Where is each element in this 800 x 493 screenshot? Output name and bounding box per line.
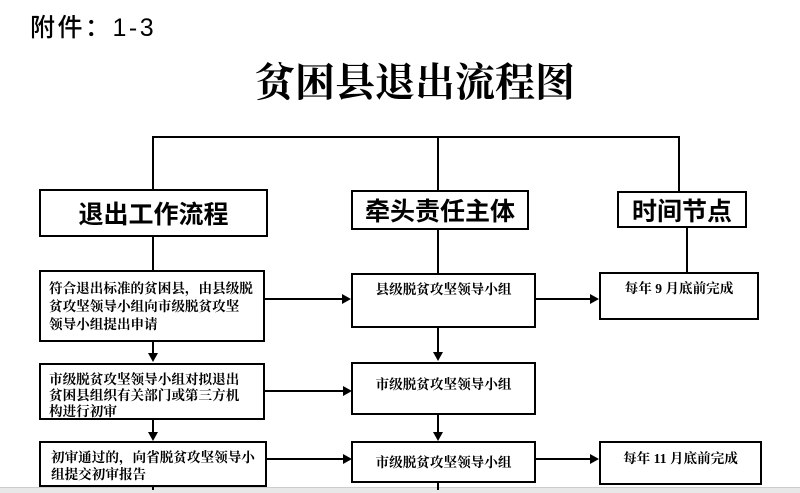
process-step2-box: 市级脱贫攻坚领导小组对拟退出 贫困县组织有关部门或第三方机 构进行初审 <box>39 363 265 420</box>
connector-drop-right <box>677 136 680 192</box>
responsible-step2-box: 市级脱贫攻坚领导小组 <box>351 362 536 415</box>
arrow-head-p1-r1 <box>342 293 351 304</box>
page-title: 贫困县退出流程图 <box>255 60 575 105</box>
arrow-line-r2-r3 <box>436 414 439 433</box>
arrow-head-r1-t1 <box>590 294 599 304</box>
connector-process-header-to-step1 <box>151 235 154 272</box>
connector-drop-left <box>151 136 154 190</box>
responsible-step3-box: 市级脱贫攻坚领导小组 <box>351 441 536 483</box>
arrow-head-p2-r2 <box>343 386 352 396</box>
attachment-label: 附件：1-3 <box>30 14 157 42</box>
header-label-responsible: 牵头责任主体 <box>364 198 515 226</box>
header-box-process: 退出工作流程 <box>39 189 268 237</box>
time-step3-box: 每年 11 月底前完成 <box>599 441 762 485</box>
connector-time-header-to-step1 <box>686 226 688 274</box>
arrow-head-r3-t2 <box>590 454 599 464</box>
header-label-process: 退出工作流程 <box>78 201 229 229</box>
time-step1-box: 每年 9 月底前完成 <box>599 272 759 320</box>
header-label-time: 时间节点 <box>631 197 732 226</box>
arrow-line-p3-r3 <box>266 458 344 460</box>
process-step1-box: 符合退出标准的贫困县，由县级脱 贫攻坚领导小组向市级脱贫攻坚 领导小组提出申请 <box>39 270 265 342</box>
connector-top-horizontal <box>152 136 680 138</box>
arrow-head-p3-r3 <box>343 454 352 464</box>
arrow-head-r2-r3 <box>432 432 443 441</box>
connector-responsible-header-to-step1 <box>436 228 439 274</box>
header-box-time: 时间节点 <box>617 191 747 228</box>
arrow-line-r3-t2 <box>534 458 591 460</box>
arrow-line-r1-t1 <box>534 298 591 300</box>
arrow-line-p2-p3 <box>152 419 154 433</box>
connector-stub-p3-down <box>152 485 154 490</box>
responsible-step1-box: 县级脱贫攻坚领导小组 <box>351 273 536 328</box>
arrow-line-p2-r2 <box>264 390 344 392</box>
arrow-line-p1-r1 <box>264 297 343 300</box>
process-step3-box: 初审通过的，向省脱贫攻坚领导小 组提交初审报告 <box>39 441 267 487</box>
connector-drop-middle <box>436 136 439 191</box>
arrow-head-r1-r2 <box>432 352 443 361</box>
arrow-head-p1-p2 <box>148 353 158 362</box>
arrow-head-p2-p3 <box>148 432 158 441</box>
arrow-line-r1-r2 <box>436 328 439 353</box>
header-box-responsible: 牵头责任主体 <box>351 190 529 230</box>
bottom-strip <box>0 487 800 493</box>
connector-stub-r3-down <box>436 481 439 490</box>
arrow-line-p1-p2 <box>152 342 154 354</box>
